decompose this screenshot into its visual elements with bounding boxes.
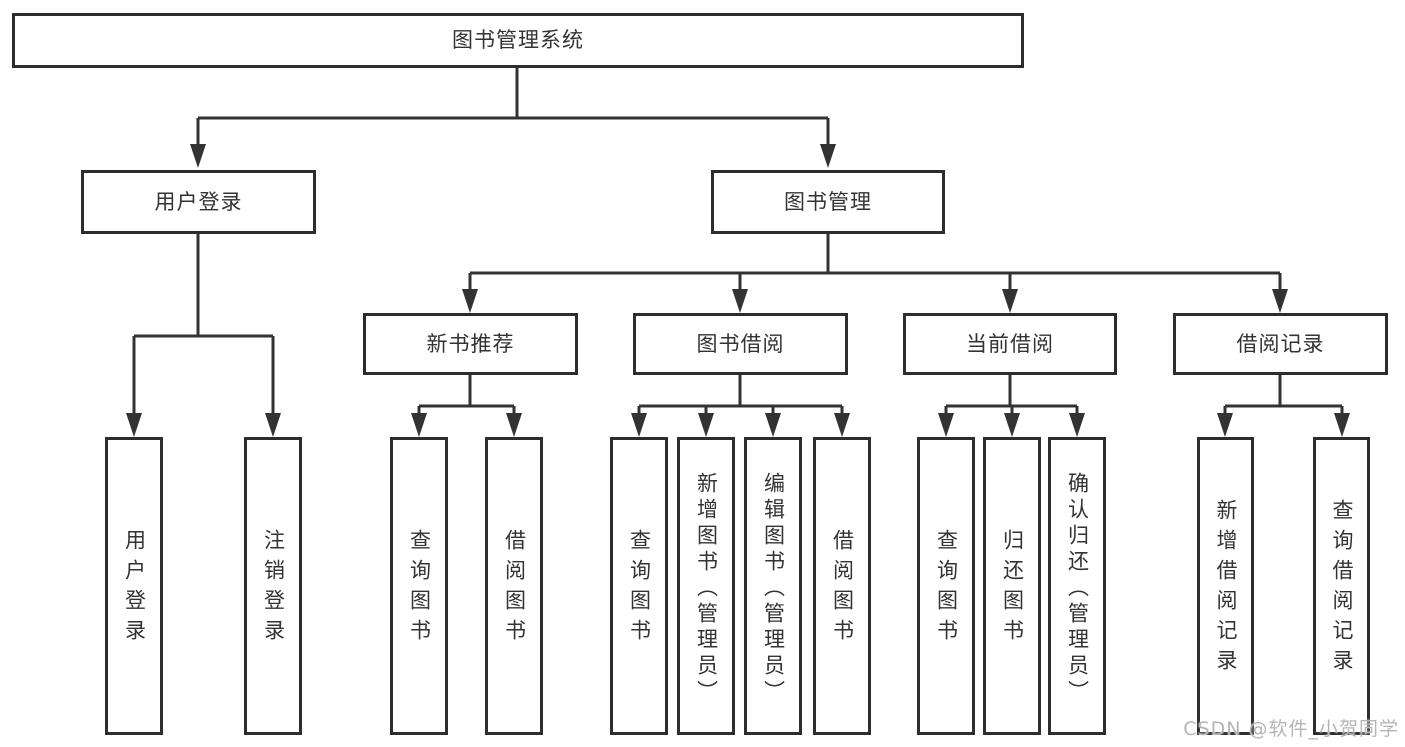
node-current-borrowing: 当前借阅: [903, 313, 1117, 375]
leaf-borrow-books-recommend: 借阅图书: [485, 437, 543, 735]
leaf-query-borrow-record: 查询借阅记录: [1313, 437, 1370, 735]
leaf-query-books-current: 查询图书: [917, 437, 975, 735]
leaf-add-book-admin: 新增图书（管理员）: [677, 437, 735, 735]
leaf-user-login: 用户登录: [105, 437, 163, 735]
leaf-borrow-books: 借阅图书: [813, 437, 871, 735]
leaf-logout: 注销登录: [244, 437, 302, 735]
leaf-add-borrow-record: 新增借阅记录: [1197, 437, 1254, 735]
leaf-return-books: 归还图书: [983, 437, 1041, 735]
leaf-query-books-recommend: 查询图书: [390, 437, 448, 735]
node-user-login: 用户登录: [81, 170, 316, 234]
node-borrowing-records: 借阅记录: [1173, 313, 1388, 375]
leaf-confirm-return-admin: 确认归还（管理员）: [1048, 437, 1106, 735]
node-book-borrowing: 图书借阅: [633, 313, 848, 375]
leaf-query-books-borrow: 查询图书: [610, 437, 668, 735]
csdn-watermark: CSDN @软件_小贺同学: [1183, 718, 1399, 740]
leaf-edit-book-admin: 编辑图书（管理员）: [744, 437, 802, 735]
node-book-management: 图书管理: [711, 170, 945, 234]
node-new-book-recommendation: 新书推荐: [363, 313, 578, 375]
node-root: 图书管理系统: [12, 13, 1024, 68]
